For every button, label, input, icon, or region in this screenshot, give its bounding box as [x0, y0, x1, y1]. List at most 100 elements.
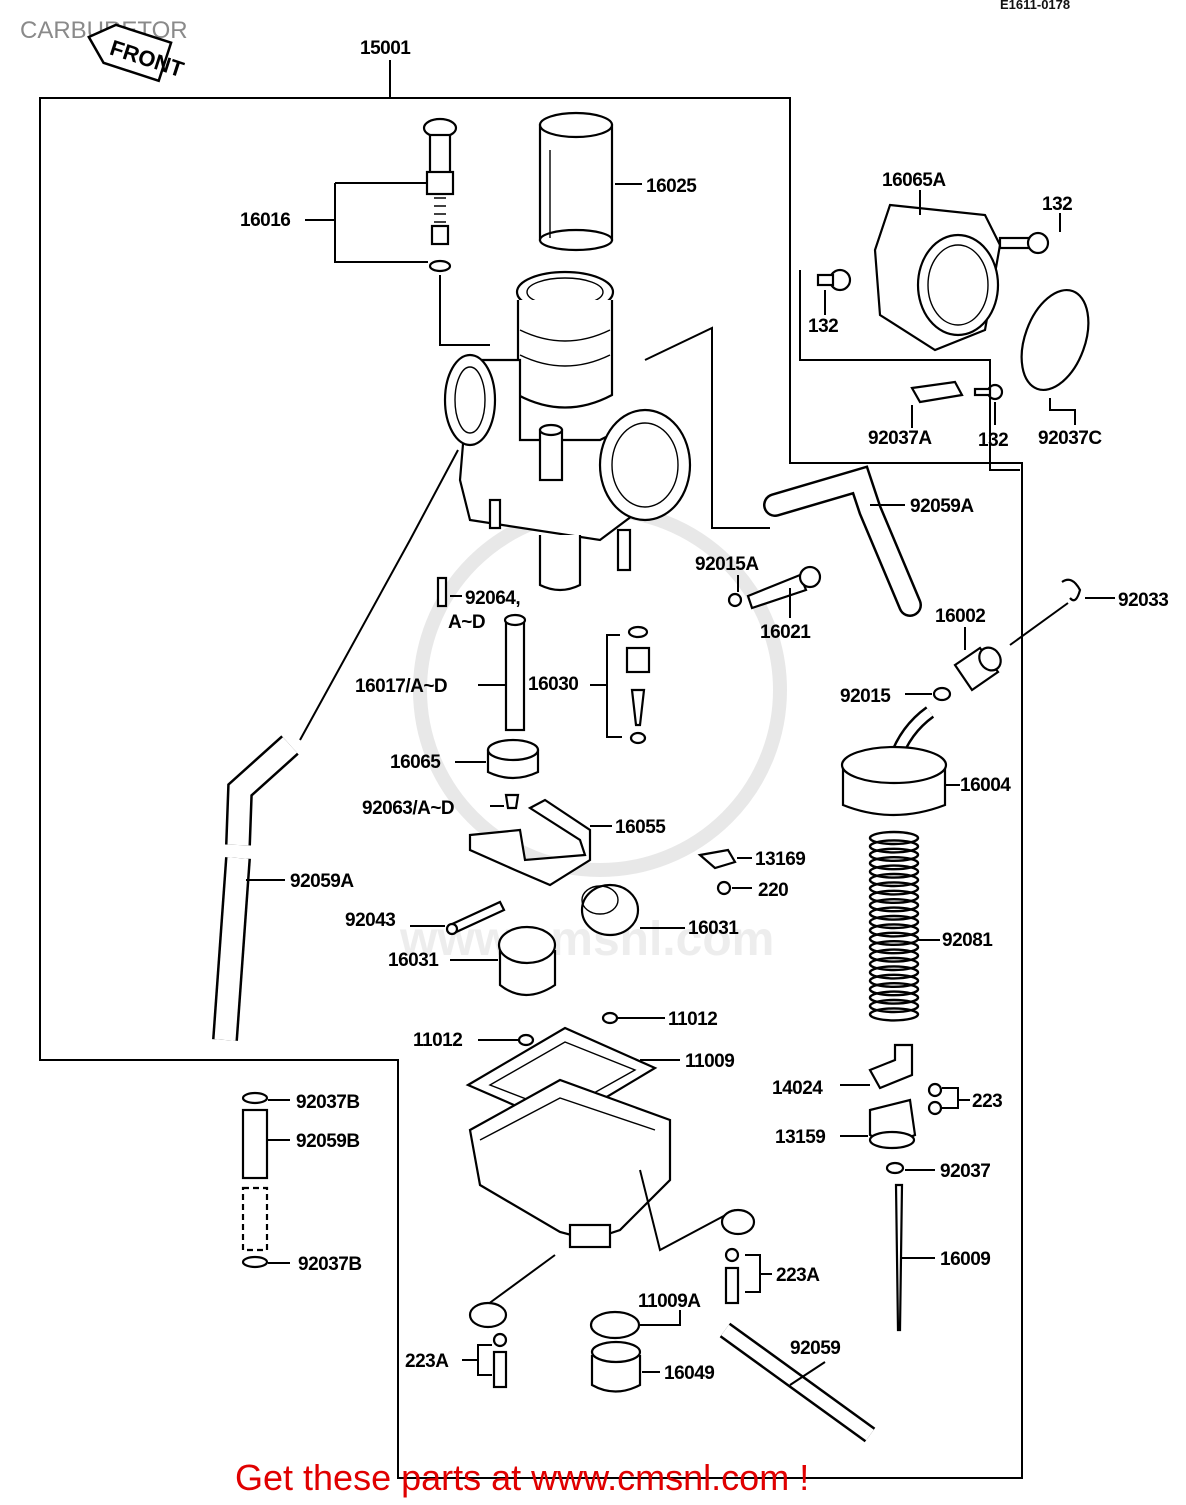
- bracket-13169: [697, 848, 737, 870]
- float-16031-b: [497, 925, 557, 997]
- label-92033: 92033: [1118, 590, 1168, 611]
- label-92043: 92043: [345, 910, 395, 931]
- clamp-92037C: [1020, 288, 1090, 392]
- needle-jet-16017: [503, 613, 527, 732]
- gasket-11009A: [589, 1310, 641, 1340]
- float-bowl: [468, 1078, 672, 1249]
- label-11009: 11009: [685, 1051, 734, 1072]
- spring-coil: [868, 914, 920, 930]
- bracket-16016: [334, 183, 428, 263]
- spring-coil: [868, 839, 920, 854]
- intake-adapter-16065A: [873, 203, 1002, 352]
- label-132-a: 132: [1042, 194, 1072, 215]
- plug-11012-a: [601, 1011, 619, 1025]
- label-92015A: 92015A: [695, 554, 759, 575]
- air-screw-16016: [422, 117, 458, 273]
- label-16030: 16030: [528, 674, 578, 695]
- pin-92043: [445, 900, 506, 936]
- label-92037: 92037: [940, 1161, 990, 1182]
- label-15001: 15001: [360, 38, 411, 59]
- spring-coil: [868, 973, 920, 988]
- float-arm-16055: [468, 798, 592, 887]
- drain-hose-92059: [719, 1322, 876, 1443]
- bracket-223A-right: [720, 1208, 756, 1305]
- label-11009A: 11009A: [638, 1291, 701, 1312]
- label-92064-variants: A~D: [448, 612, 485, 633]
- spring-coil: [868, 923, 920, 938]
- float-16031-a: [580, 883, 640, 937]
- spring-coil: [868, 931, 920, 946]
- spring-coil: [868, 1007, 920, 1022]
- label-92037C: 92037C: [1038, 428, 1102, 449]
- bracket-92037A: [910, 380, 964, 404]
- label-223A-left: 223A: [405, 1351, 449, 1372]
- label-92059: 92059: [790, 1338, 840, 1359]
- spring-coil: [868, 998, 920, 1014]
- spring-92081: [868, 830, 920, 1022]
- bolt-132-b: [816, 268, 852, 292]
- label-92059A-upper: 92059A: [910, 496, 974, 517]
- bracket-223A-left: [468, 1301, 508, 1389]
- label-16031-a: 16031: [688, 918, 739, 939]
- idle-screw-16021: [727, 565, 822, 610]
- needle-16009: [894, 1183, 904, 1332]
- spring-coil: [868, 881, 920, 896]
- label-16065: 16065: [390, 752, 441, 773]
- spring-coil: [868, 872, 920, 888]
- spring-coil: [868, 847, 920, 862]
- drain-plug-16049: [590, 1340, 642, 1393]
- label-92037B-bottom: 92037B: [298, 1254, 362, 1275]
- label-16025: 16025: [646, 176, 697, 197]
- vent-hose-92059A-upper: [763, 465, 922, 617]
- float-valve-16030: [625, 625, 651, 745]
- ring-92064: [436, 576, 448, 608]
- label-16031-b: 16031: [388, 950, 439, 971]
- label-16009: 16009: [940, 1249, 990, 1270]
- spring-coil: [868, 906, 920, 921]
- plug-11012-b: [517, 1033, 535, 1047]
- cap-16002: [953, 646, 1002, 692]
- label-92081: 92081: [942, 930, 993, 951]
- spring-coil: [868, 864, 920, 879]
- label-92063: 92063/A~D: [362, 798, 454, 819]
- assembly-boundary-line: [39, 97, 1023, 1479]
- spring-coil: [868, 990, 920, 1005]
- label-16002: 16002: [935, 606, 985, 627]
- label-11012-a: 11012: [668, 1009, 717, 1030]
- label-14024: 14024: [772, 1078, 823, 1099]
- spring-coil: [868, 898, 920, 913]
- screw-220: [716, 880, 732, 896]
- carburetor-body: [443, 270, 692, 592]
- label-92037B-top: 92037B: [296, 1092, 360, 1113]
- top-cap-16004: [840, 706, 948, 817]
- spring-coil: [868, 830, 920, 846]
- label-223A-right: 223A: [776, 1265, 820, 1286]
- spring-coil: [868, 982, 920, 997]
- label-92059B: 92059B: [296, 1131, 360, 1152]
- label-16065A: 16065A: [882, 170, 946, 191]
- bolt-132-c: [973, 383, 1004, 401]
- bolt-132-a: [998, 231, 1050, 255]
- label-223: 223: [972, 1091, 1002, 1112]
- spring-coil: [868, 940, 920, 955]
- reference-code: E1611-0178: [1000, 0, 1070, 12]
- hose-92059B: [241, 1091, 269, 1269]
- main-jet-92063: [504, 793, 520, 810]
- spring-coil: [868, 965, 920, 980]
- nut-92015: [932, 686, 952, 702]
- holder-13159: [868, 1098, 917, 1150]
- holder-16065: [486, 738, 540, 780]
- label-92059A-left: 92059A: [290, 871, 354, 892]
- promo-banner-link[interactable]: Get these parts at www.cmsnl.com !: [235, 1457, 809, 1498]
- label-92015: 92015: [840, 686, 891, 707]
- spring-coil: [868, 856, 920, 871]
- clip-92033: [1061, 578, 1082, 602]
- label-16055: 16055: [615, 817, 666, 838]
- screw-223: [927, 1082, 943, 1116]
- bracket-14024: [868, 1043, 914, 1090]
- spring-coil: [868, 948, 920, 963]
- label-92064: 92064,: [465, 588, 520, 609]
- label-132-c: 132: [978, 430, 1008, 451]
